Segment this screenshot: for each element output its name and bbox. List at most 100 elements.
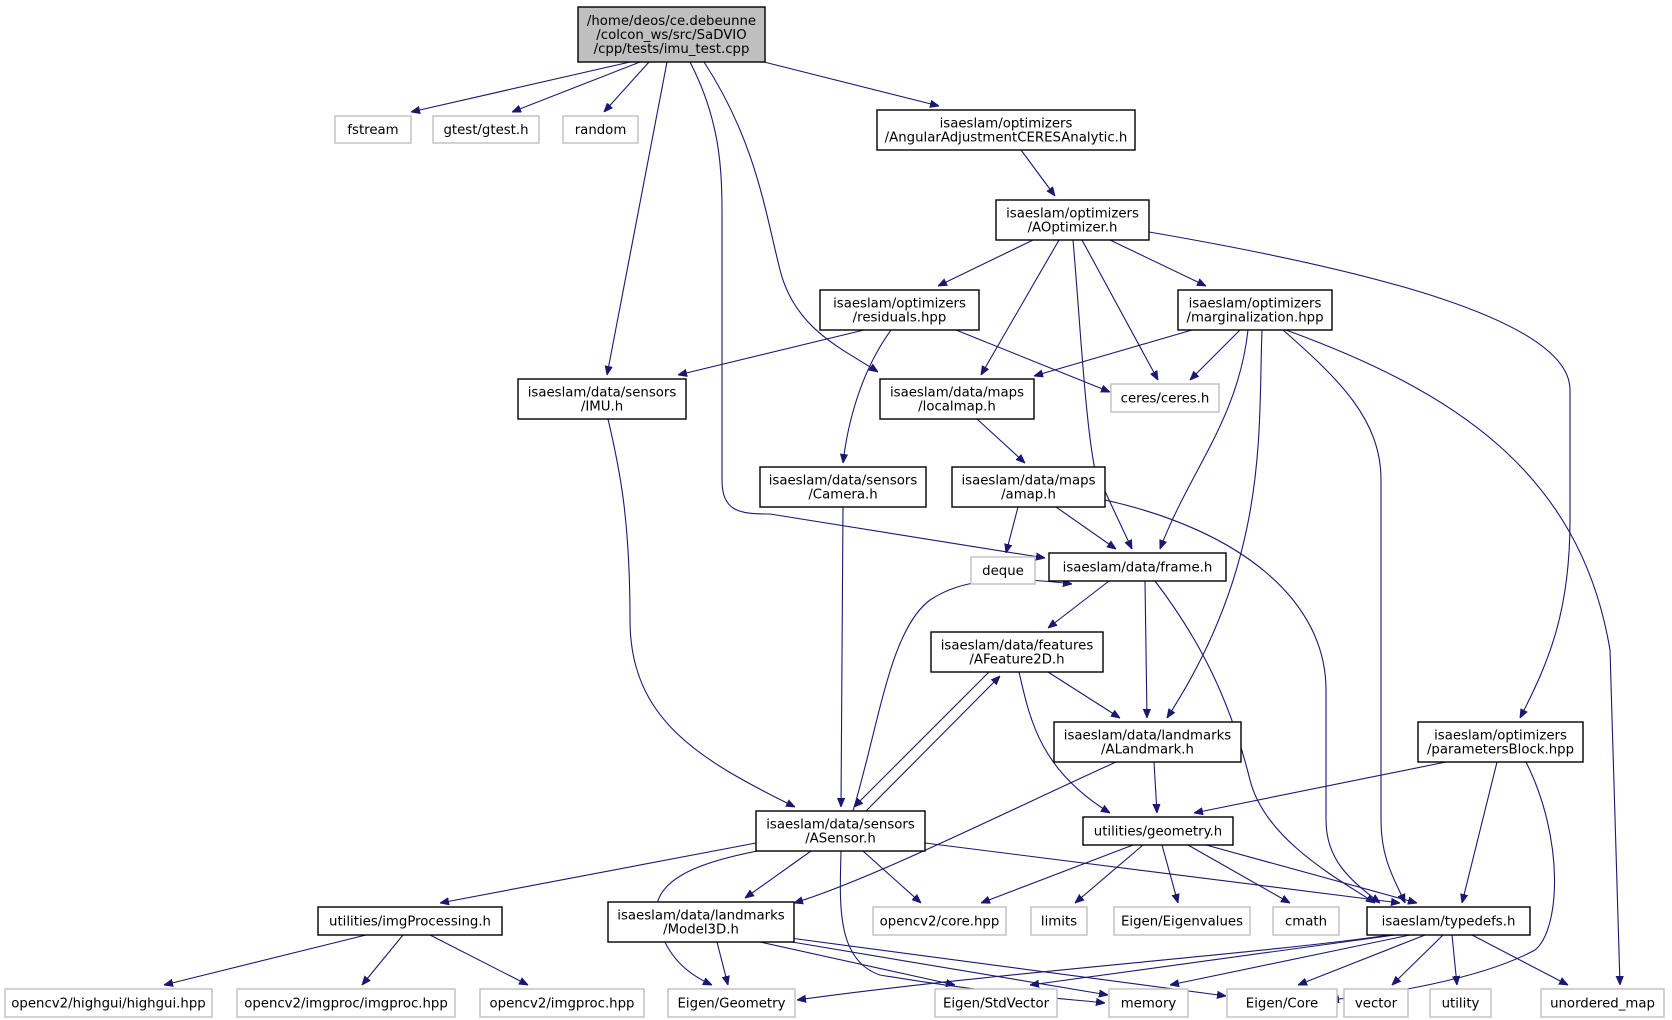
node-root[interactable]: /home/deos/ce.debeunne/colcon_ws/src/SaD…: [577, 6, 766, 63]
edge-angadj-to-aopt: [1020, 149, 1055, 196]
edge-amap-to-deque: [1006, 506, 1019, 553]
edge-line: [512, 61, 641, 112]
node-box: [1226, 988, 1338, 1018]
edge-line: [1392, 934, 1444, 985]
node-label-line: isaeslam/data/frame.h: [1063, 561, 1213, 576]
edge-line: [1075, 844, 1144, 903]
edge-line: [1190, 329, 1241, 380]
node-label-line: /colcon_ws/src/SaDVIO: [596, 28, 746, 43]
node-vector: vector: [1343, 988, 1409, 1018]
edge-line: [1194, 761, 1447, 813]
node-label-line: opencv2/core.hpp: [880, 915, 1000, 930]
edge-line: [981, 239, 1060, 375]
node-box: [1108, 988, 1189, 1018]
node-localmap[interactable]: isaeslam/data/maps/localmap.h: [879, 378, 1035, 420]
node-box: [432, 115, 540, 144]
node-camera[interactable]: isaeslam/data/sensors/Camera.h: [759, 466, 927, 508]
edge-aopt-to-localmap: [981, 239, 1060, 375]
node-label-line: deque: [982, 564, 1024, 579]
node-box: [1177, 289, 1333, 331]
node-label-line: isaeslam/data/maps: [890, 386, 1024, 401]
edge-root-to-fstream: [411, 61, 631, 112]
node-box: [1272, 906, 1340, 936]
node-label-line: utilities/imgProcessing.h: [329, 915, 491, 930]
edge-amap-to-frame: [1055, 506, 1116, 549]
edge-line: [678, 329, 865, 375]
node-label-line: isaeslam/optimizers: [833, 297, 966, 312]
node-label-line: isaeslam/optimizers: [1434, 729, 1567, 744]
edge-line: [411, 61, 631, 112]
edge-line: [1160, 329, 1249, 549]
node-label-line: isaeslam/data/sensors: [528, 386, 677, 401]
edge-line: [1072, 239, 1132, 549]
edge-aopt-to-frame: [1072, 239, 1132, 549]
node-box: [1113, 906, 1251, 936]
edge-line: [924, 842, 1400, 903]
node-amap[interactable]: isaeslam/data/maps/amap.h: [951, 466, 1106, 508]
node-box: [819, 289, 980, 331]
node-box: [1366, 906, 1531, 936]
edge-line: [1462, 761, 1498, 903]
edge-line: [1020, 149, 1055, 196]
node-alandmark[interactable]: isaeslam/data/landmarks/ALandmark.h: [1053, 721, 1242, 763]
node-gtest: gtest/gtest.h: [432, 115, 540, 144]
edge-imu-to-asensor: [607, 418, 795, 807]
node-imgproc_h[interactable]: utilities/imgProcessing.h: [317, 906, 503, 936]
edge-line: [759, 941, 955, 985]
node-ceres: ceres/ceres.h: [1110, 383, 1220, 413]
edge-line: [1154, 580, 1375, 903]
edge-root-to-localmap: [703, 61, 878, 372]
node-label-line: isaeslam/typedefs.h: [1382, 915, 1516, 930]
edge-line: [1471, 934, 1568, 985]
node-angadj[interactable]: isaeslam/optimizers/AngularAdjustmentCER…: [876, 109, 1136, 151]
edge-line: [938, 239, 1034, 286]
edge-paramblock-to-eigencore: [1330, 761, 1556, 1000]
edge-model3d-to-eigencore: [789, 937, 1226, 996]
node-label-line: unordered_map: [1550, 997, 1655, 1012]
node-box: [317, 906, 503, 936]
edge-line: [1170, 934, 1411, 985]
node-label-line: isaeslam/data/landmarks: [617, 909, 785, 924]
node-frame[interactable]: isaeslam/data/frame.h: [1048, 552, 1227, 582]
node-box: [1030, 906, 1088, 936]
edge-paramblock-to-geometry: [1194, 761, 1447, 813]
edge-line: [955, 329, 1110, 393]
node-imu[interactable]: isaeslam/data/sensors/IMU.h: [517, 378, 687, 420]
edge-line: [362, 934, 404, 985]
edge-marg-to-umap: [1285, 329, 1620, 985]
node-geometry[interactable]: utilities/geometry.h: [1082, 816, 1234, 846]
node-marg[interactable]: isaeslam/optimizers/marginalization.hpp: [1177, 289, 1333, 331]
node-model3d[interactable]: isaeslam/data/landmarks/Model3D.h: [607, 901, 795, 943]
node-label-line: /amap.h: [1001, 488, 1056, 503]
edge-marg-to-typedefs: [1282, 329, 1406, 903]
edge-line: [1187, 844, 1290, 903]
node-afeature[interactable]: isaeslam/data/features/AFeature2D.h: [930, 631, 1104, 673]
node-label-line: Eigen/StdVector: [943, 997, 1050, 1012]
edge-alandmark-to-geometry: [1154, 761, 1157, 813]
edge-frame-to-alandmark: [1145, 580, 1147, 718]
edge-geometry-to-eigvals: [1161, 844, 1178, 903]
node-box: [1417, 721, 1584, 763]
edge-line: [862, 850, 921, 903]
edge-asensor-to-model3d: [745, 850, 812, 898]
edge-residuals-to-imu: [678, 329, 865, 375]
edge-asensor-to-typedefs: [924, 842, 1400, 903]
edge-aopt-to-marg: [1109, 239, 1206, 286]
node-aopt[interactable]: isaeslam/optimizers/AOptimizer.h: [995, 199, 1150, 241]
node-residuals[interactable]: isaeslam/optimizers/residuals.hpp: [819, 289, 980, 331]
edge-marg-to-ceres: [1190, 329, 1241, 380]
node-asensor[interactable]: isaeslam/data/sensors/ASensor.h: [755, 810, 926, 852]
node-label-line: fstream: [347, 123, 398, 138]
node-box: [1343, 988, 1409, 1018]
node-label-line: isaeslam/optimizers: [1006, 207, 1139, 222]
edge-line: [604, 61, 650, 112]
node-label-line: /ASensor.h: [805, 832, 876, 847]
edge-line: [607, 418, 795, 807]
edge-asensor-to-cvcore: [862, 850, 921, 903]
node-label-line: isaeslam/data/landmarks: [1064, 729, 1232, 744]
node-utility: utility: [1429, 988, 1492, 1018]
node-box: [517, 378, 687, 420]
node-typedefs[interactable]: isaeslam/typedefs.h: [1366, 906, 1531, 936]
node-random: random: [562, 115, 639, 144]
node-paramblock[interactable]: isaeslam/optimizers/parametersBlock.hpp: [1417, 721, 1584, 763]
